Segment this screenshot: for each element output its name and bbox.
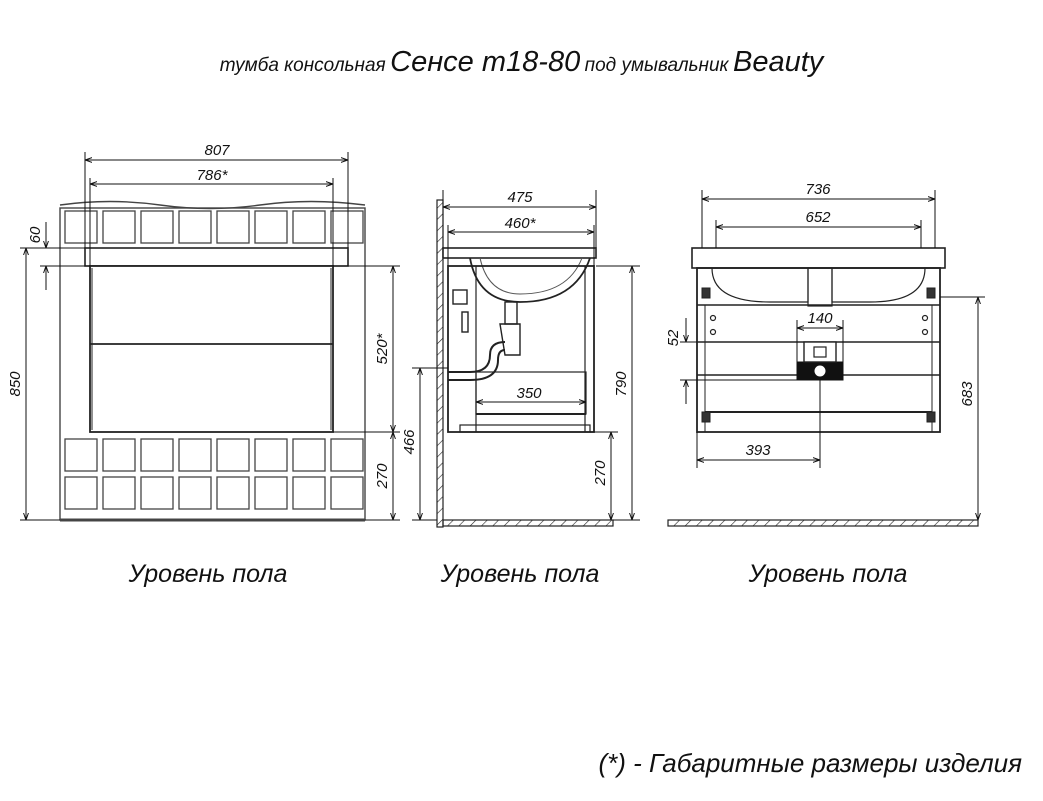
side-cabinet xyxy=(447,265,595,433)
dim-270-front: 270 xyxy=(374,463,391,490)
wall-tile xyxy=(292,210,326,244)
siphon xyxy=(448,289,521,381)
front-view: 807 786* 60 850 520* 270 Уровень пола xyxy=(7,142,400,588)
dim-736: 736 xyxy=(805,181,831,198)
title-sink: Beauty xyxy=(732,46,824,78)
dim-520: 520* xyxy=(374,332,391,364)
dim-790: 790 xyxy=(613,371,630,397)
dim-393: 393 xyxy=(745,442,771,459)
dim-60: 60 xyxy=(27,226,44,243)
wall-tile xyxy=(102,438,136,472)
drawing-title: тумба консольная Сенсе т18-80 под умывал… xyxy=(0,46,1043,79)
dim-475: 475 xyxy=(507,189,533,206)
wall-tile xyxy=(178,210,212,244)
dim-652: 652 xyxy=(805,209,831,226)
wall-tile xyxy=(216,210,250,244)
wall-tile xyxy=(178,438,212,472)
wall-tile xyxy=(330,210,364,244)
wall-tile xyxy=(216,476,250,510)
wall-tile xyxy=(140,438,174,472)
floor-label-side: Уровень пола xyxy=(440,560,600,588)
dim-786: 786* xyxy=(197,167,229,184)
wall-tile xyxy=(64,438,98,472)
dim-466: 466 xyxy=(401,429,418,455)
side-view: 475 460* 790 270 466 350 Уровень пола xyxy=(401,189,640,588)
side-floor xyxy=(442,519,614,527)
dim-140: 140 xyxy=(807,310,833,327)
back-countertop xyxy=(691,247,946,269)
wall-tile xyxy=(140,210,174,244)
wall-tile xyxy=(102,210,136,244)
wall-tile xyxy=(330,476,364,510)
mount-bracket xyxy=(796,341,844,381)
dim-52: 52 xyxy=(665,329,682,346)
title-prefix: тумба консольная xyxy=(219,55,386,76)
dim-350: 350 xyxy=(516,385,542,402)
title-model: Сенсе т18-80 xyxy=(390,46,581,78)
dim-807: 807 xyxy=(204,142,230,159)
dim-683: 683 xyxy=(959,381,976,407)
dim-270-side: 270 xyxy=(592,460,609,487)
dim-460: 460* xyxy=(505,215,537,232)
wall-tile xyxy=(140,476,174,510)
wall-tile xyxy=(292,438,326,472)
front-countertop xyxy=(84,247,349,267)
side-wall xyxy=(436,199,444,528)
floor-label-back: Уровень пола xyxy=(748,560,908,588)
front-cabinet xyxy=(89,265,334,433)
footnote: (*) - Габаритные размеры изделия xyxy=(598,748,1022,778)
wall-tile xyxy=(64,476,98,510)
back-floor xyxy=(667,519,979,527)
wall-tile xyxy=(102,476,136,510)
floor-label-front: Уровень пола xyxy=(128,560,288,588)
wall-tile xyxy=(178,476,212,510)
wall-tile xyxy=(330,438,364,472)
wall-tile xyxy=(254,210,288,244)
title-middle: под умывальник xyxy=(584,55,729,76)
back-view: 736 652 140 52 683 393 Уровень пола xyxy=(665,181,985,588)
dim-850: 850 xyxy=(7,371,24,397)
side-basin xyxy=(469,257,591,303)
wall-tile xyxy=(254,476,288,510)
wall-tile xyxy=(292,476,326,510)
wall-tile xyxy=(216,438,250,472)
wall-tile xyxy=(254,438,288,472)
wall-tile xyxy=(64,210,98,244)
